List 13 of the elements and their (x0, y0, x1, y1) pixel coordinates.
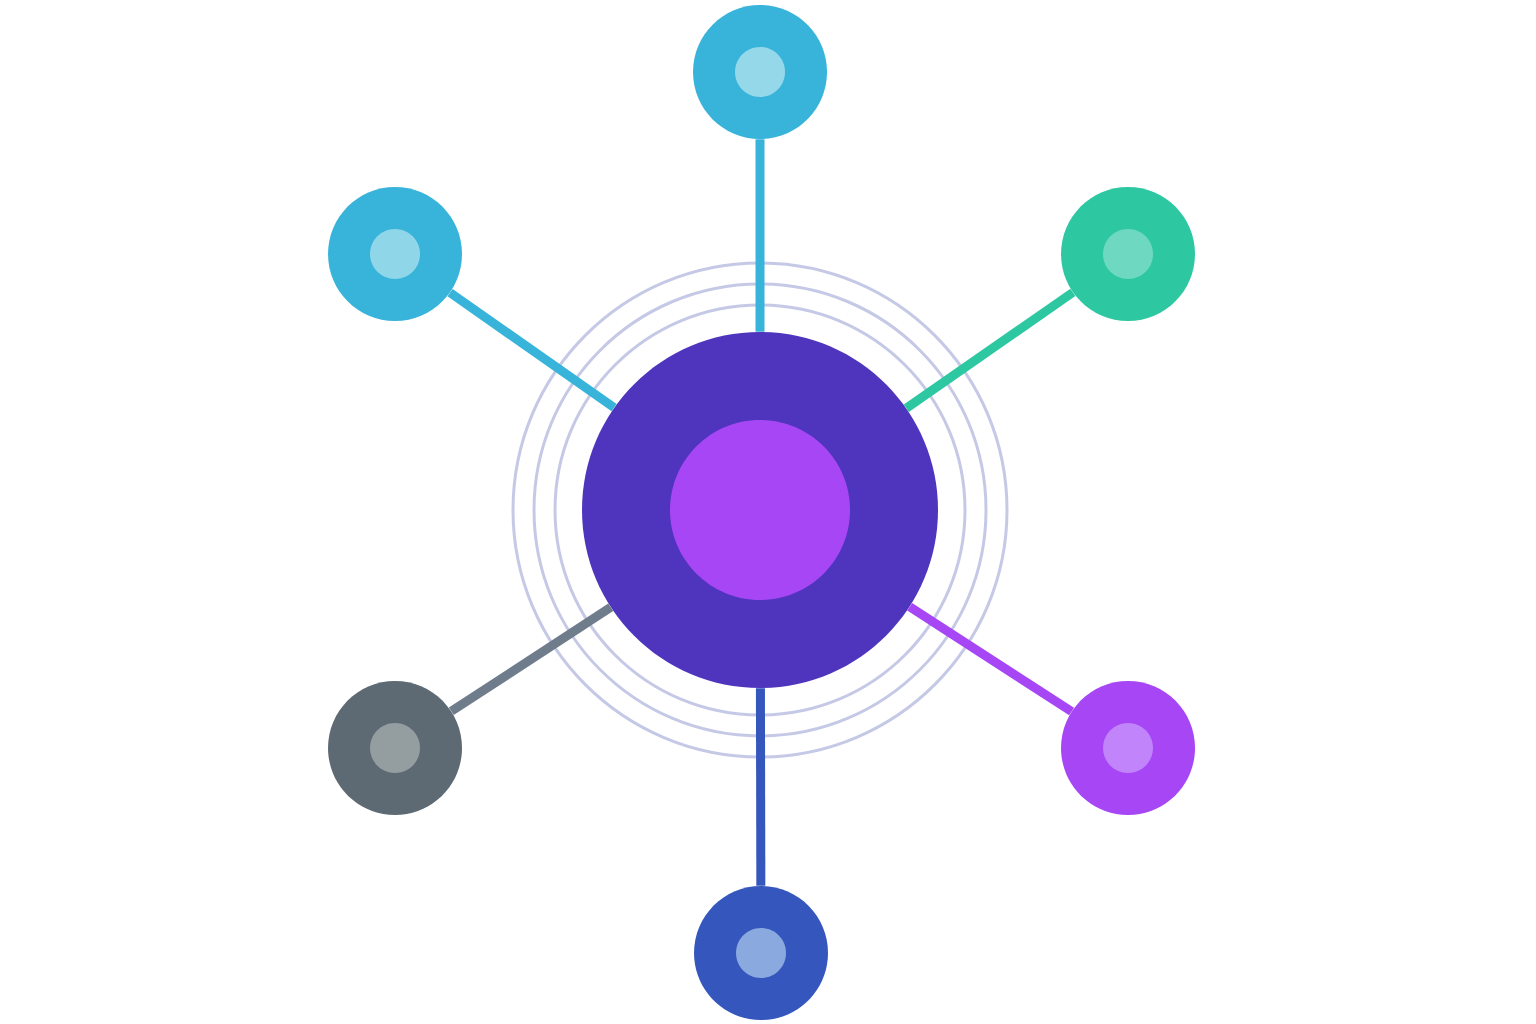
circle-node (1061, 681, 1195, 815)
connector-line (755, 139, 765, 332)
connector-line (907, 603, 1075, 716)
circle-node (694, 886, 828, 1020)
circle-node (693, 5, 827, 139)
connector-line (447, 288, 617, 412)
connector-line (755, 688, 766, 886)
circle-node (1061, 187, 1195, 321)
circle-node (328, 187, 462, 321)
connector-line (448, 603, 614, 716)
circle-node (582, 332, 938, 688)
circle-node (328, 681, 462, 815)
connector-line (903, 288, 1076, 412)
